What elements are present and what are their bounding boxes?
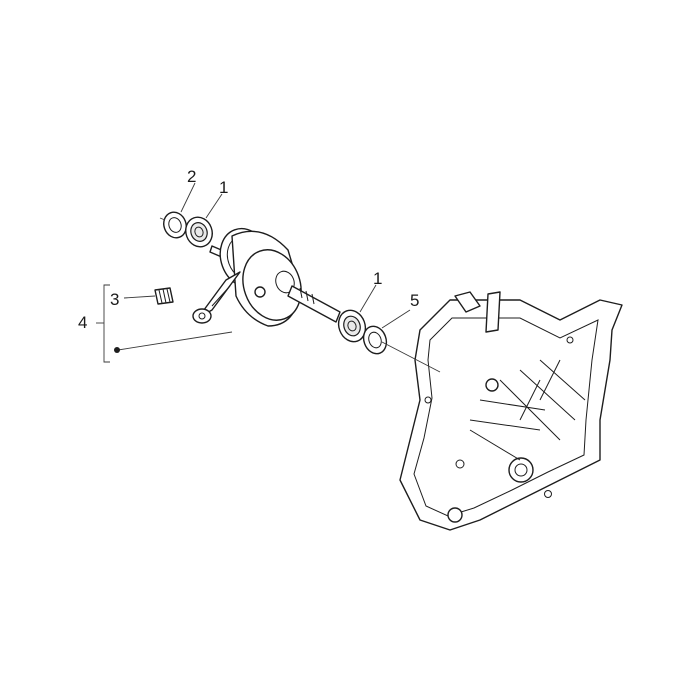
callout-1-middle: 1 (373, 269, 383, 288)
bearing-part-1-lower (337, 309, 367, 343)
bearing-part-1-upper (185, 216, 213, 248)
callout-3: 3 (110, 290, 120, 309)
callout-2: 2 (187, 167, 197, 186)
oil-seal-part-5 (362, 325, 388, 355)
callout-5: 5 (410, 291, 420, 310)
callout-4: 4 (78, 313, 88, 332)
needle-bearing-part-3 (154, 287, 174, 305)
crankshaft-assembly (192, 227, 341, 327)
callout-1-top: 1 (219, 178, 229, 197)
group-bracket (96, 284, 120, 363)
crankcase-half (399, 291, 623, 531)
bullet-dot (114, 347, 120, 353)
leader-lines (117, 182, 441, 373)
oil-seal-part-2 (159, 211, 187, 239)
